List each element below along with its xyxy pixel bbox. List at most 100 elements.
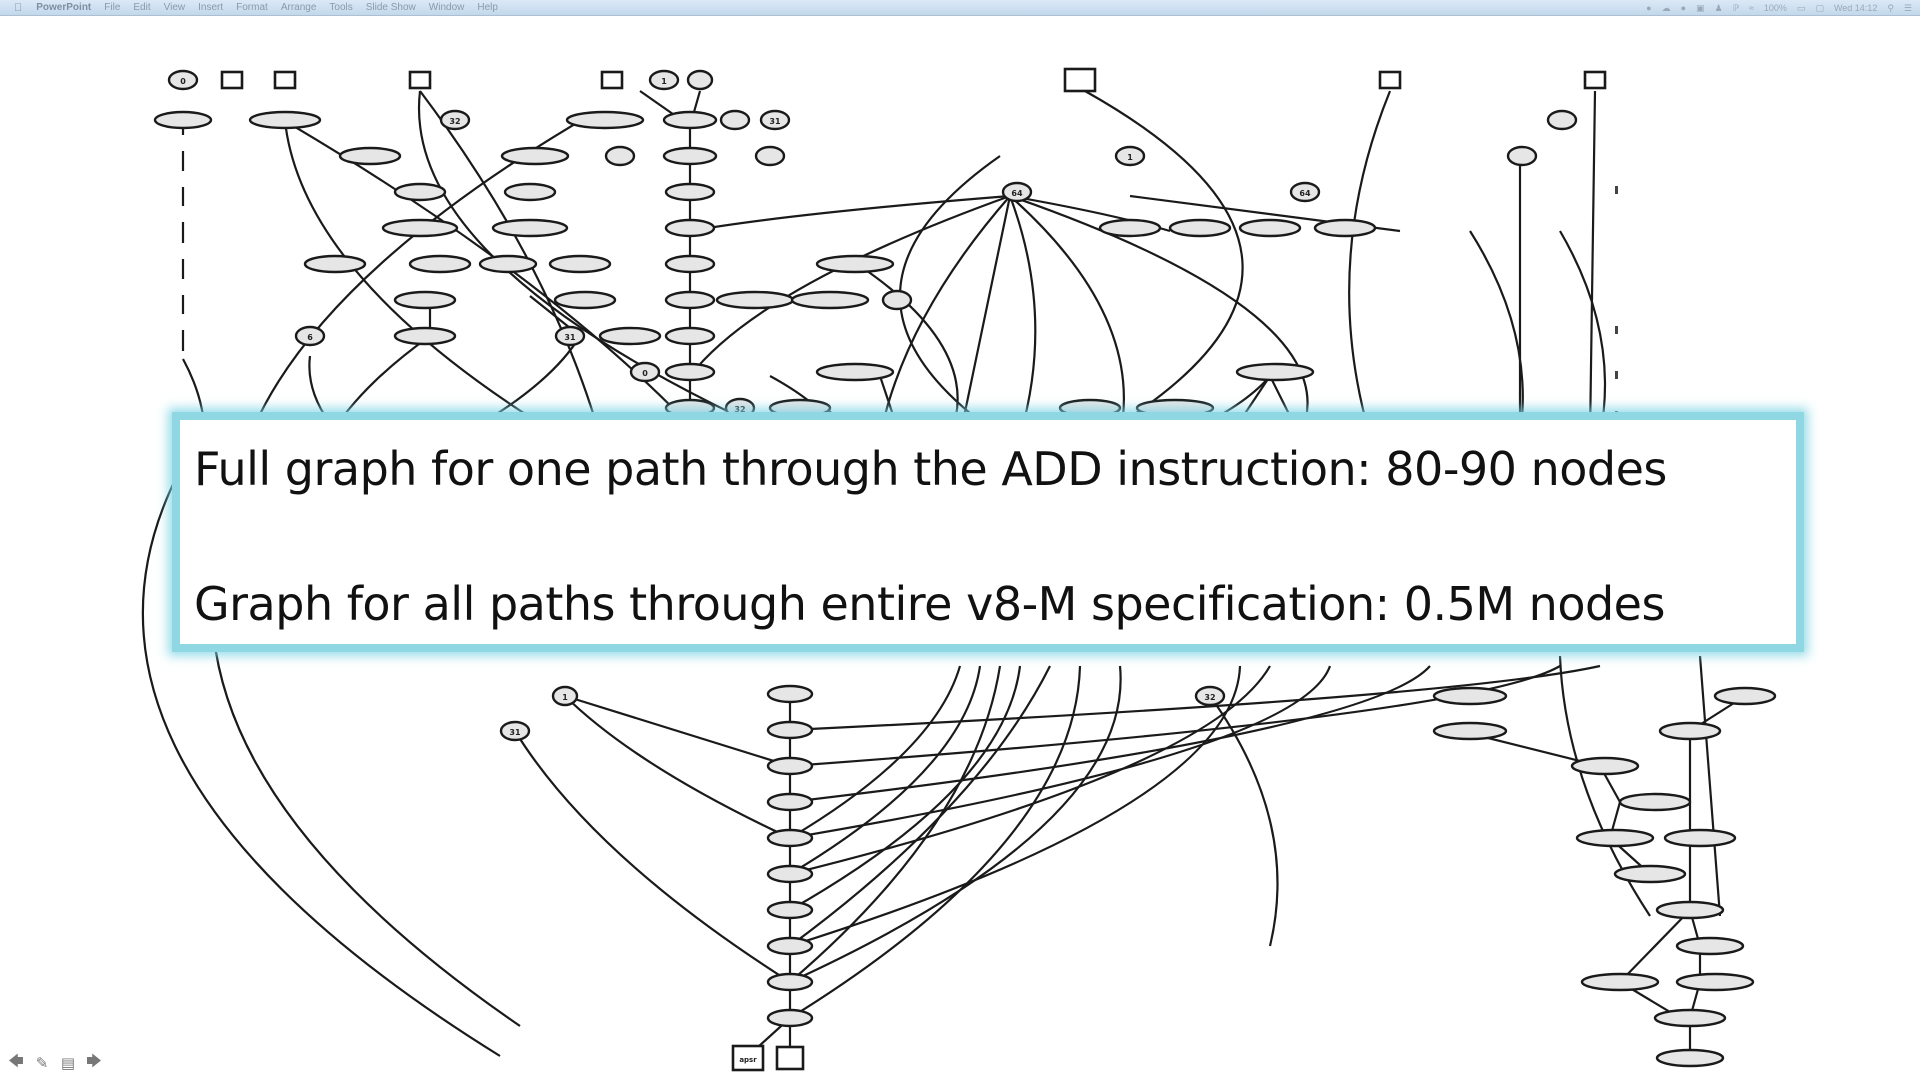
menu-bar:  PowerPoint File Edit View Insert Forma…: [0, 0, 1920, 16]
graph-node-label: apsr: [739, 1056, 757, 1064]
display-icon[interactable]: ▣: [1696, 2, 1705, 13]
battery-icon[interactable]: ▭: [1796, 2, 1806, 13]
keyboard-icon[interactable]: ▢: [1815, 2, 1824, 13]
graph-node: [551, 685, 579, 707]
graph-edge: [284, 120, 701, 437]
graph-node-label: 31: [769, 117, 781, 126]
graph-node: [766, 864, 814, 884]
graph-node: [1432, 721, 1508, 741]
graph-node: [766, 684, 814, 704]
graph-node: [881, 289, 913, 311]
graph-node-box: [1378, 70, 1402, 90]
menu-view[interactable]: View: [155, 1, 186, 13]
graph-edge: [789, 665, 962, 839]
graph-node: [766, 972, 814, 992]
graph-node: [598, 326, 662, 346]
graph-edge: [689, 194, 1011, 377]
graph-tick: [1615, 186, 1618, 194]
menu-insert[interactable]: Insert: [189, 1, 223, 13]
record-icon[interactable]: ●: [1680, 3, 1687, 13]
graph-node-box: [731, 1044, 765, 1072]
graph-node: [662, 110, 718, 130]
graph-node: [604, 145, 636, 167]
graph-node: [1653, 1008, 1727, 1028]
graph-node: [1168, 218, 1232, 238]
graph-edge: [789, 665, 1051, 947]
graph-node: [439, 109, 471, 131]
graph-edge: [789, 665, 1122, 984]
graph-edge: [141, 435, 501, 1057]
graph-node-label: 0: [180, 77, 186, 86]
graph-node: [815, 254, 895, 274]
graph-edge: [789, 665, 982, 875]
menu-icon[interactable]: ▤: [60, 1055, 76, 1072]
graph-node: [478, 254, 538, 274]
menu-edit[interactable]: Edit: [125, 1, 150, 13]
graph-node: [1313, 218, 1377, 238]
graph-node-box: [408, 70, 432, 90]
graph-node: [553, 290, 617, 310]
graph-node: [303, 254, 367, 274]
wifi-icon[interactable]: ≈: [1748, 3, 1754, 13]
graph-node-box: [220, 70, 244, 90]
graph-node-label: 1: [1127, 153, 1133, 162]
menu-format[interactable]: Format: [227, 1, 268, 13]
menu-slide-show[interactable]: Slide Show: [357, 1, 416, 13]
cloud-icon[interactable]: ☁: [1661, 2, 1671, 13]
graph-edge: [1348, 90, 1392, 437]
apple-icon[interactable]: : [14, 2, 22, 14]
graph-node: [1663, 828, 1737, 848]
graph-node: [766, 1008, 814, 1028]
graph-node: [664, 290, 716, 310]
graph-edge: [514, 730, 791, 983]
menu-file[interactable]: File: [96, 1, 120, 13]
graph-edge: [248, 120, 581, 437]
menu-help[interactable]: Help: [469, 1, 498, 13]
pen-icon[interactable]: ✎: [35, 1055, 49, 1072]
menu-app-name[interactable]: PowerPoint: [28, 1, 91, 13]
menu-tools[interactable]: Tools: [321, 1, 352, 13]
graph-node-box: [775, 1045, 805, 1071]
graph-node: [503, 182, 557, 202]
graph-node: [1675, 972, 1755, 992]
bluetooth-icon[interactable]: ℙ: [1732, 2, 1739, 13]
graph-node: [1570, 756, 1640, 776]
graph-node: [1655, 1048, 1725, 1068]
shield-icon[interactable]: ●: [1646, 3, 1652, 13]
graph-node: [393, 290, 457, 310]
next-slide-icon[interactable]: 🡆: [86, 1052, 102, 1070]
menu-arrange[interactable]: Arrange: [272, 1, 317, 13]
graph-edge: [1588, 90, 1597, 437]
graph-node: [1238, 218, 1302, 238]
graph-node: [664, 254, 716, 274]
user-icon[interactable]: ♟: [1714, 2, 1723, 13]
status-area: ● ☁ ● ▣ ♟ ℙ ≈ 100% ▭ ▢ Wed 14:12 ⚲ ☰: [1636, 0, 1912, 16]
graph-edge: [689, 194, 1011, 233]
graph-node: [1658, 721, 1722, 741]
graph-node-box: [273, 70, 297, 90]
graph-node-label: 32: [734, 405, 745, 414]
graph-edge: [958, 195, 1012, 437]
graph-node: [1506, 145, 1538, 167]
graph-node: [1194, 685, 1226, 707]
graph-edge: [878, 195, 1011, 437]
graph-node: [554, 325, 586, 347]
graph-node: [790, 290, 870, 310]
graph-node-label: 64: [1011, 189, 1023, 198]
clock[interactable]: Wed 14:12: [1833, 3, 1878, 13]
graph-node-label: 0: [642, 369, 648, 378]
graph-node: [153, 110, 213, 130]
graph-node: [766, 828, 814, 848]
graph-node: [664, 182, 716, 202]
menu-window[interactable]: Window: [420, 1, 465, 13]
graph-node: [648, 69, 680, 91]
graph-node-label: 1: [562, 693, 568, 702]
previous-slide-icon[interactable]: 🡄: [8, 1052, 24, 1070]
graph-node: [491, 218, 569, 238]
notifications-icon[interactable]: ☰: [1903, 2, 1912, 13]
search-icon[interactable]: ⚲: [1887, 2, 1894, 13]
graph-edge: [789, 665, 1561, 768]
graph-node: [719, 109, 751, 131]
graph-node: [1098, 218, 1162, 238]
graph-node: [408, 254, 472, 274]
